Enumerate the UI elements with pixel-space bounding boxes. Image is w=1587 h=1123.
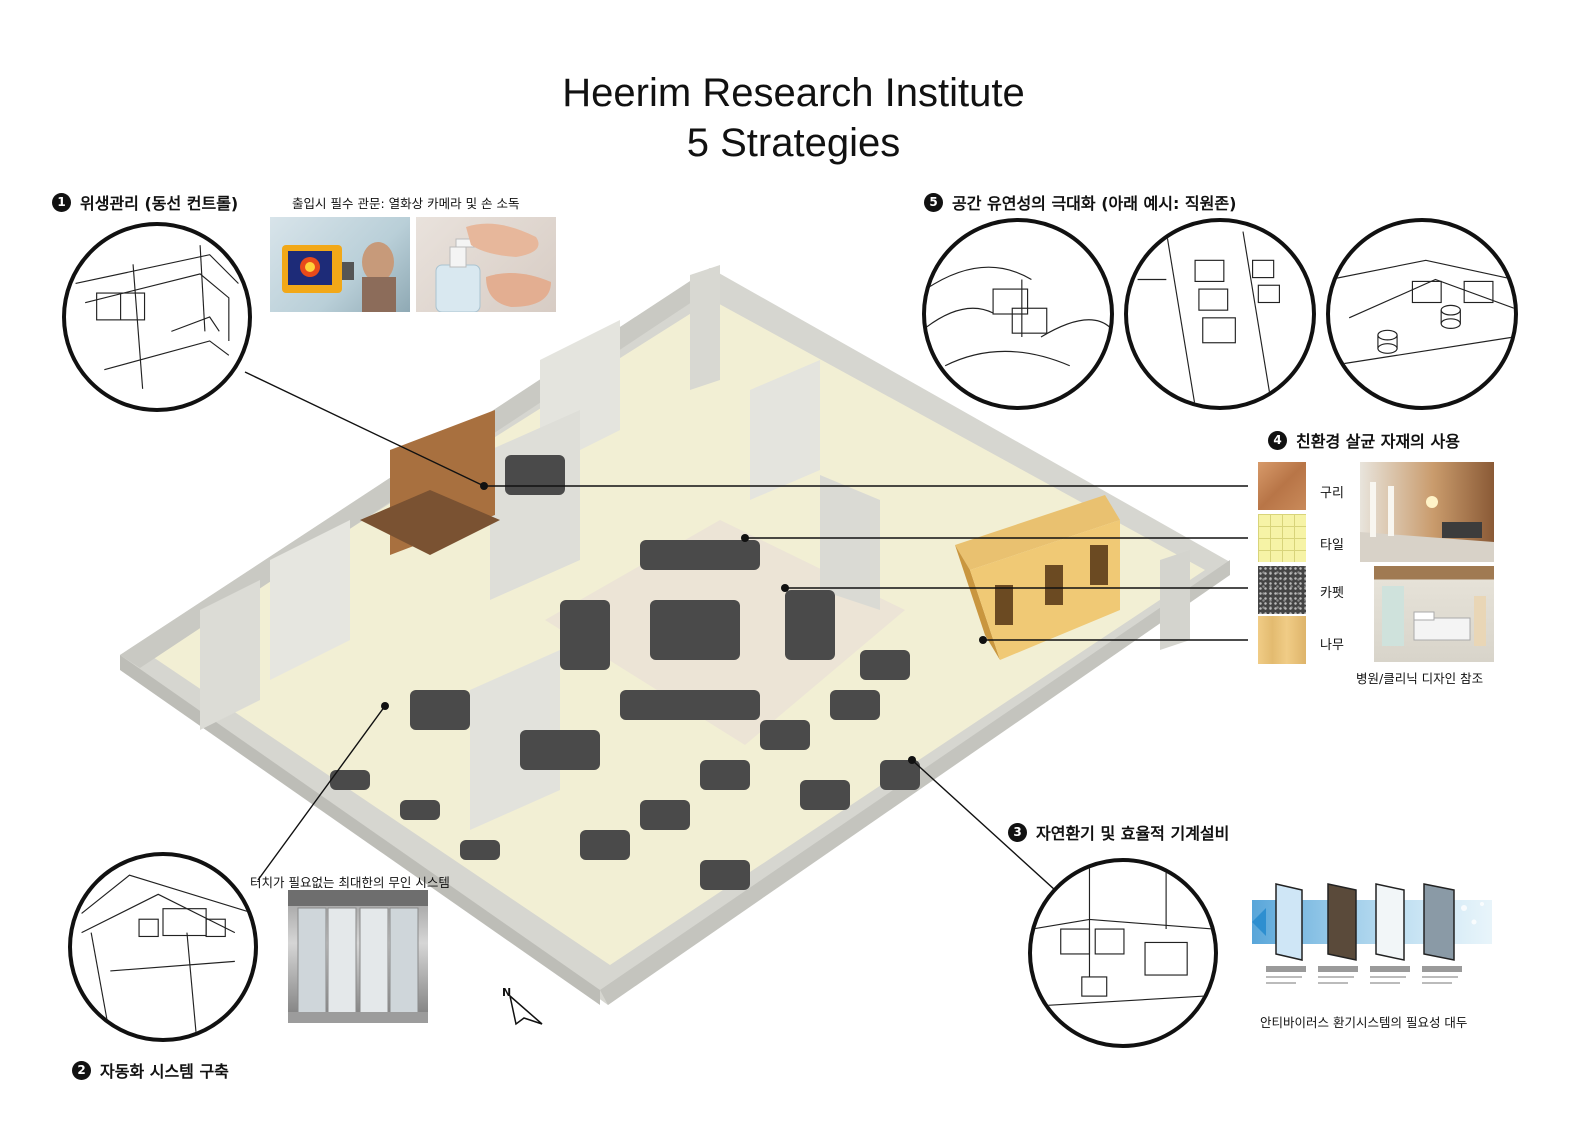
furniture-block (650, 600, 740, 660)
detail-circle-hygiene (62, 222, 252, 412)
strategy-3-label: 자연환기 및 효율적 기계설비 (1036, 824, 1230, 843)
furniture-block (330, 770, 370, 790)
strategy-3-number: 3 (1008, 822, 1027, 842)
ventilation-filter-diagram (1252, 878, 1492, 998)
strategy-5-number: 5 (924, 192, 943, 212)
furniture-block (580, 830, 630, 860)
wood-swatch (1258, 616, 1306, 664)
entrance-caption: 출입시 필수 관문: 열화상 카메라 및 손 소독 (292, 196, 520, 211)
furniture-block (640, 800, 690, 830)
furniture-block (505, 455, 565, 495)
strategy-1-heading: 1 위생관리 (동선 컨트롤) (52, 190, 238, 214)
furniture-block (700, 760, 750, 790)
strategy-5-heading: 5 공간 유연성의 극대화 (아래 예시: 직원존) (924, 190, 1236, 214)
clinic-lounge-photo (1360, 462, 1494, 562)
furniture-block (560, 600, 610, 670)
detail-circle-automation (68, 852, 258, 1042)
copper-swatch (1258, 462, 1306, 510)
furniture-block (410, 690, 470, 730)
compass-arrow-icon (508, 993, 543, 1026)
strategy-2-label: 자동화 시스템 구축 (100, 1062, 229, 1081)
strategy-4-label: 친환경 살균 자재의 사용 (1296, 432, 1460, 451)
thermal-camera-photo (270, 217, 410, 312)
furniture-block (830, 690, 880, 720)
furniture-block (400, 800, 440, 820)
furniture-block (520, 730, 600, 770)
touchless-caption: 터치가 필요없는 최대한의 무인 시스템 (250, 875, 450, 890)
furniture-block (620, 690, 760, 720)
furniture-block (700, 860, 750, 890)
detail-circle-flex-2 (1124, 218, 1316, 410)
hand-sanitizer-photo (416, 217, 556, 312)
strategy-5-label: 공간 유연성의 극대화 (아래 예시: 직원존) (952, 194, 1237, 213)
wooden-pod (955, 495, 1120, 660)
carpet-swatch (1258, 566, 1306, 614)
title-line-1: Heerim Research Institute (562, 71, 1025, 115)
strategy-4-heading: 4 친환경 살균 자재의 사용 (1268, 428, 1460, 452)
detail-circle-flex-3 (1326, 218, 1518, 410)
page-title: Heerim Research Institute 5 Strategies (0, 68, 1587, 168)
furniture-block (785, 590, 835, 660)
detail-circle-flex-1 (922, 218, 1114, 410)
furniture-block (860, 650, 910, 680)
carpet-label: 카펫 (1320, 586, 1344, 601)
copper-label: 구리 (1320, 486, 1344, 501)
strategy-1-label: 위생관리 (동선 컨트롤) (80, 194, 239, 213)
north-compass: N (502, 986, 550, 1028)
ventilation-caption: 안티바이러스 환기시스템의 필요성 대두 (1260, 1015, 1468, 1030)
copper-room-floor (360, 490, 500, 555)
furniture-block (760, 720, 810, 750)
strategy-1-number: 1 (52, 192, 71, 212)
detail-circle-ventilation (1028, 858, 1218, 1048)
strategy-2-number: 2 (72, 1060, 91, 1080)
furniture-block (800, 780, 850, 810)
hospital-caption: 병원/클리닉 디자인 참조 (1356, 671, 1484, 686)
compass-label: N (502, 986, 512, 999)
tile-swatch (1258, 514, 1306, 562)
wood-label: 나무 (1320, 638, 1344, 653)
title-line-2: 5 Strategies (686, 121, 901, 165)
automatic-door-photo (288, 890, 428, 1023)
strategy-2-heading: 2 자동화 시스템 구축 (72, 1058, 229, 1082)
furniture-block (640, 540, 760, 570)
hospital-room-photo (1374, 566, 1494, 662)
strategy-4-number: 4 (1268, 430, 1287, 450)
strategy-3-heading: 3 자연환기 및 효율적 기계설비 (1008, 820, 1229, 844)
furniture-block (460, 840, 500, 860)
furniture-block (880, 760, 920, 790)
tile-label: 타일 (1320, 538, 1344, 553)
